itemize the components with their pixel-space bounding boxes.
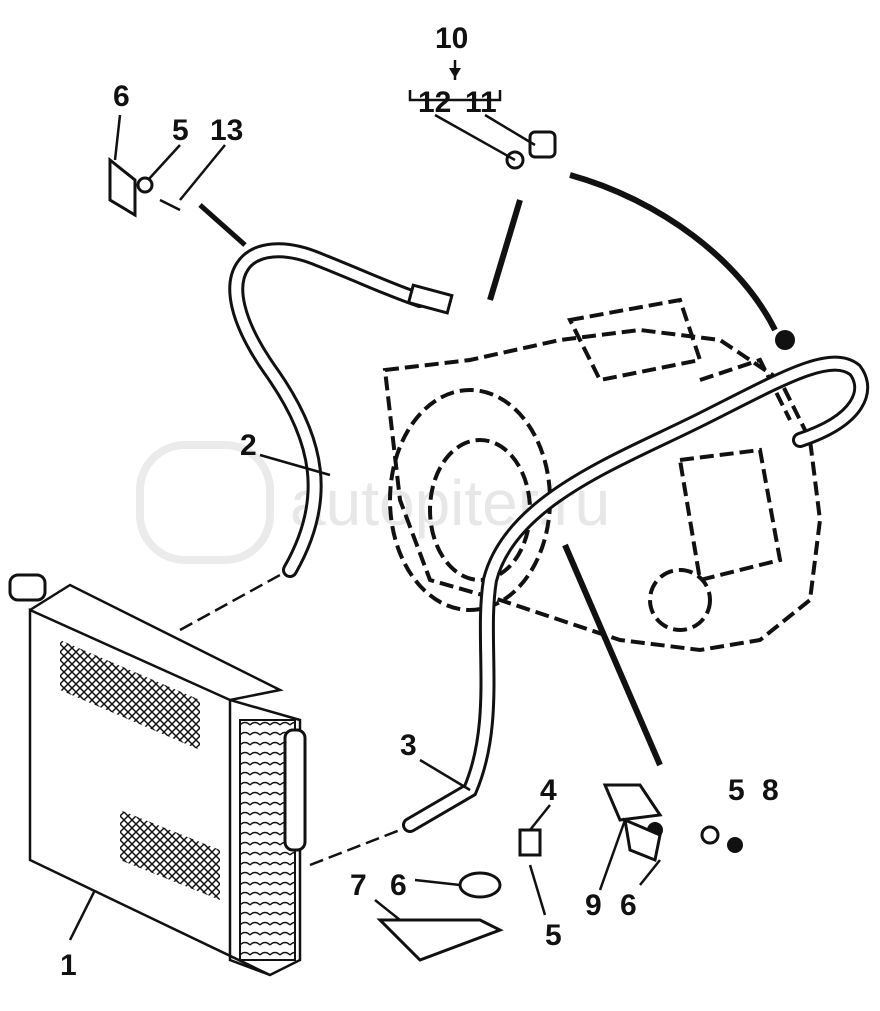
label-part-8: 8 — [762, 774, 779, 807]
label-part-11: 11 — [465, 86, 497, 119]
label-leaders — [68, 113, 661, 941]
radiator — [8, 573, 307, 977]
hose-2 — [228, 242, 454, 578]
label-part-3: 3 — [400, 729, 417, 762]
label-part-5: 5 — [728, 774, 745, 807]
assembly-leaders — [179, 60, 778, 867]
label-part-12: 12 — [418, 86, 451, 119]
label-part-5: 5 — [172, 114, 189, 147]
label-part-5: 5 — [545, 919, 562, 952]
label-part-6: 6 — [390, 869, 407, 902]
label-part-13: 13 — [210, 114, 243, 147]
label-part-6: 6 — [620, 889, 637, 922]
label-part-2: 2 — [240, 429, 257, 462]
label-part-9: 9 — [585, 889, 602, 922]
label-part-6: 6 — [113, 80, 130, 113]
label-part-10: 10 — [435, 22, 468, 55]
label-part-1: 1 — [60, 949, 77, 982]
small-parts — [108, 130, 743, 962]
hose-3 — [402, 330, 870, 833]
label-part-4: 4 — [540, 774, 557, 807]
part-labels: 10 12 11 6 5 13 2 3 4 7 6 5 9 6 5 8 1 — [60, 22, 779, 982]
label-part-7: 7 — [350, 869, 367, 902]
watermark-text: autopiter.ru — [290, 467, 610, 539]
